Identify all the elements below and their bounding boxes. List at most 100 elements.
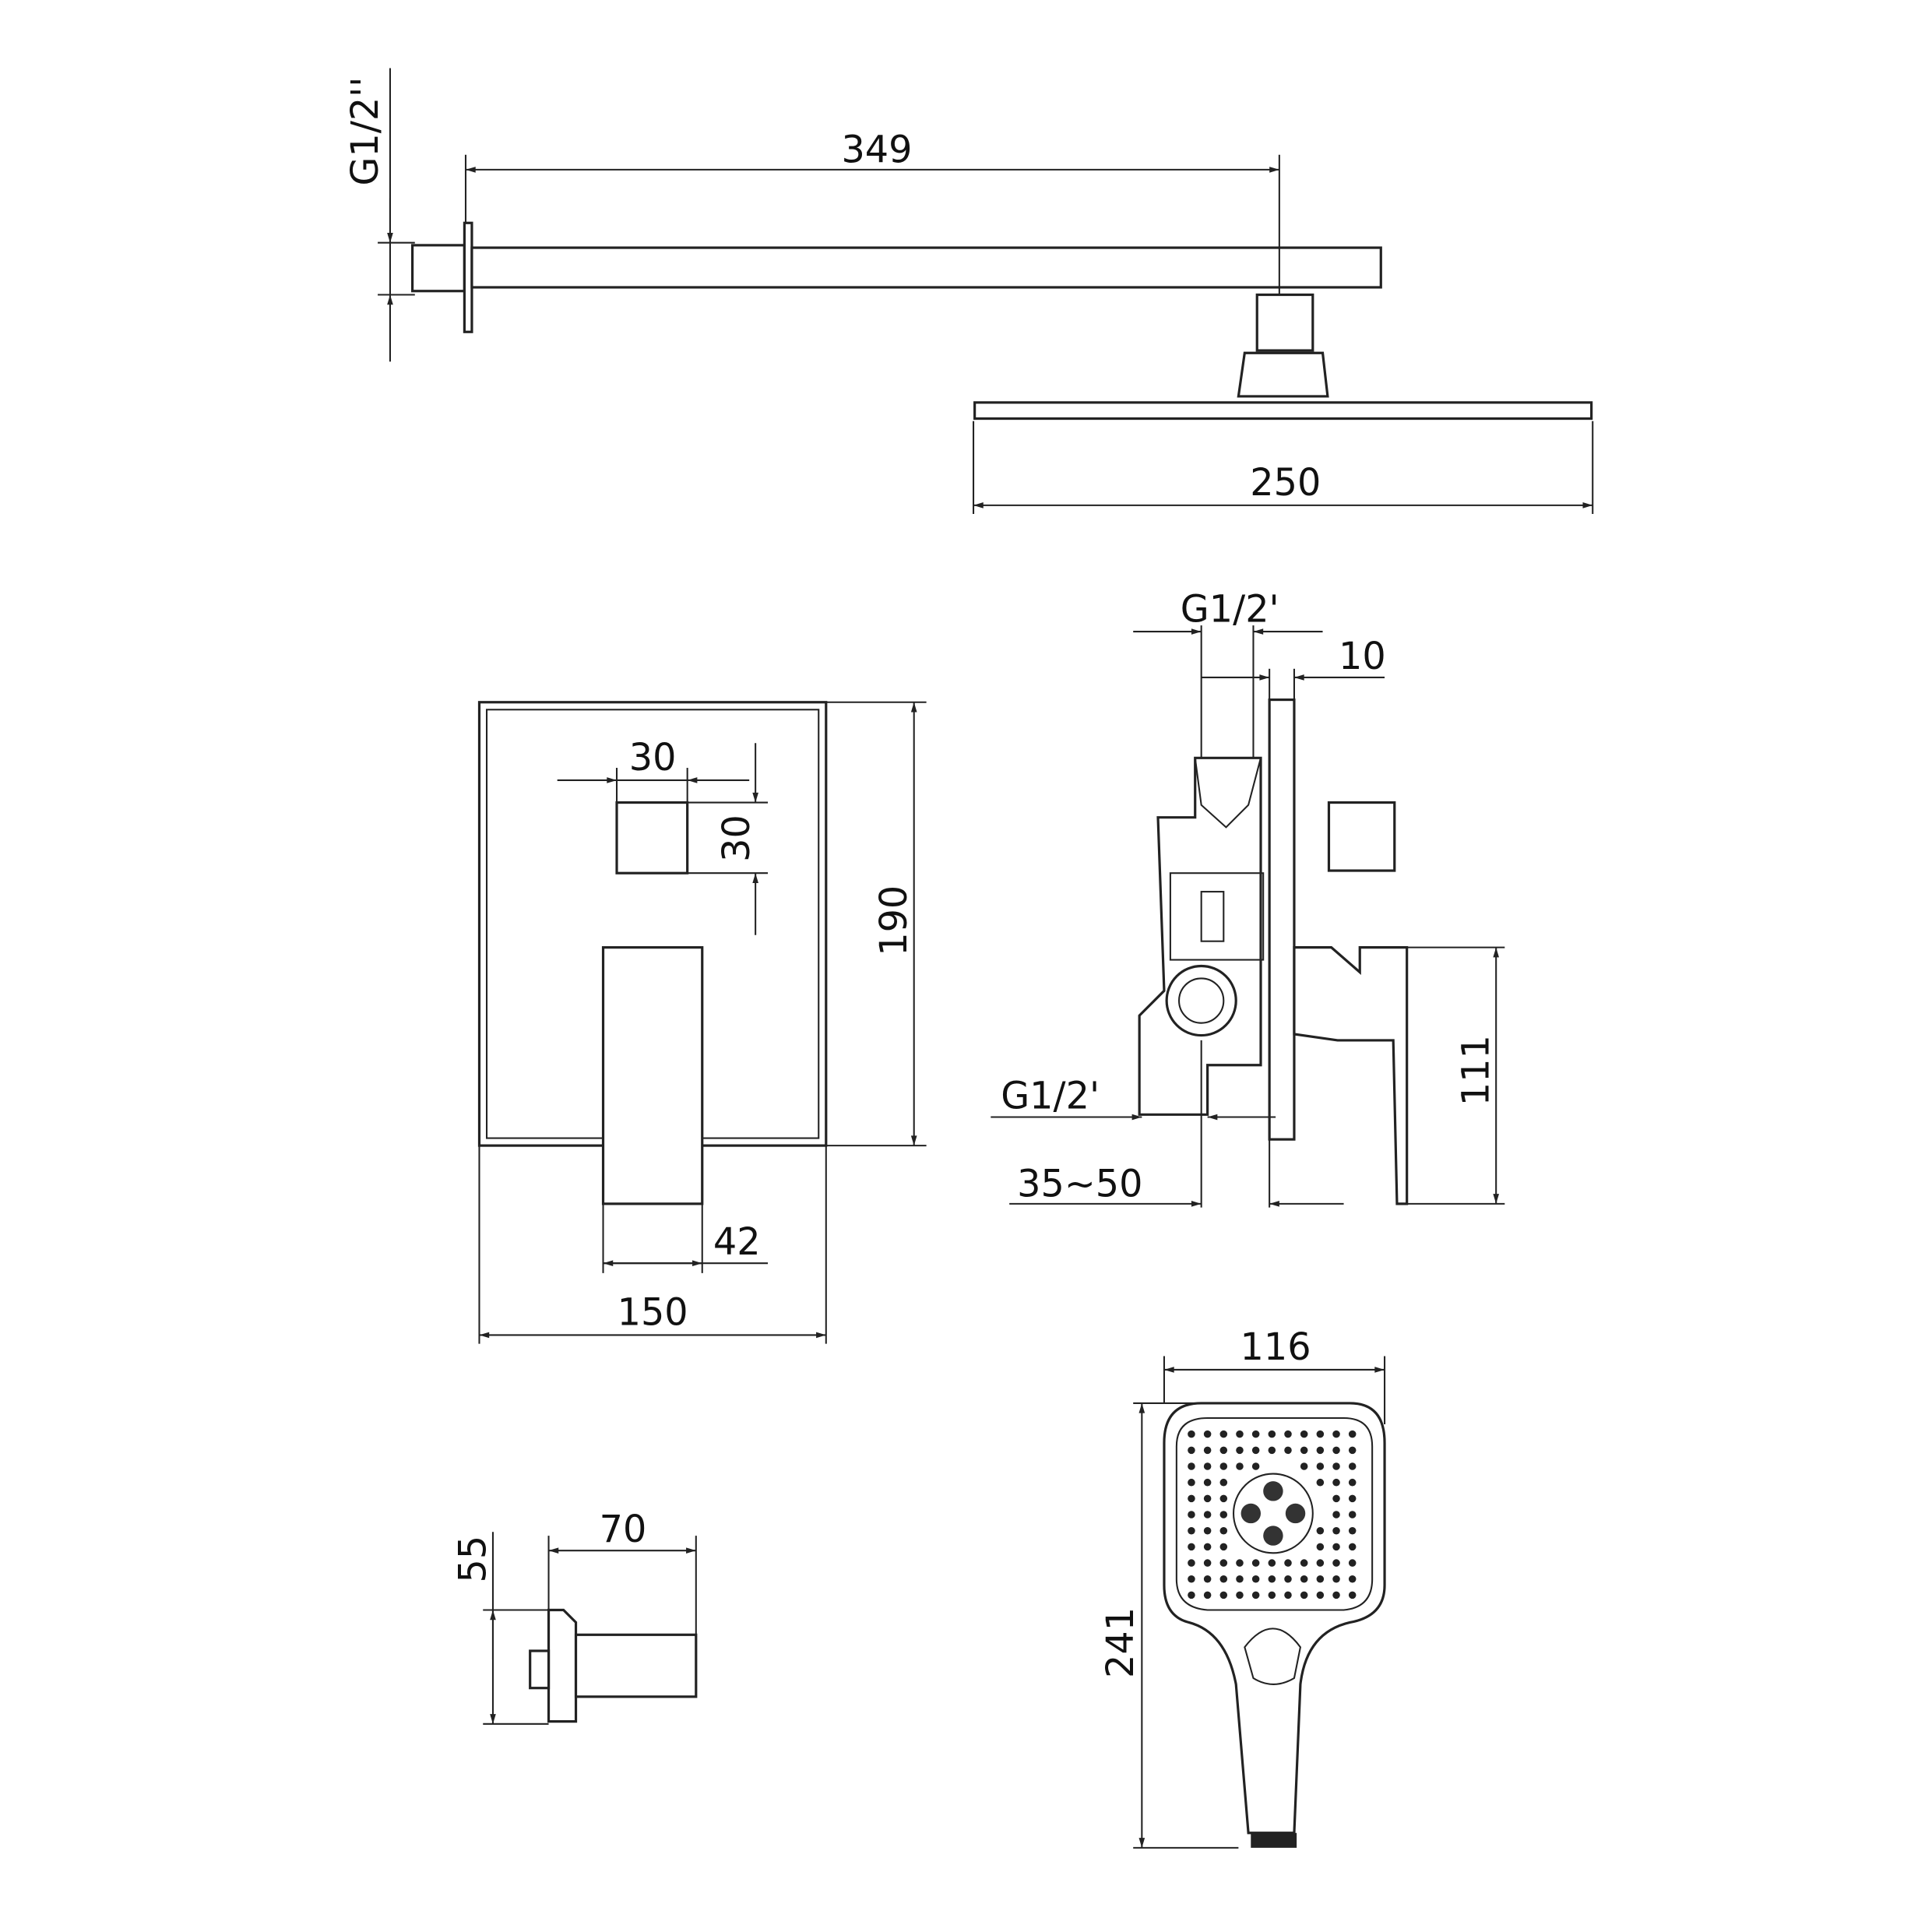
nozzle-dot (1188, 1430, 1195, 1438)
mixer-handle (601, 946, 704, 1205)
ball-joint (1237, 351, 1329, 398)
nozzle-dot (1316, 1559, 1325, 1567)
nozzle-dot (1316, 1591, 1325, 1599)
nozzle-dot (1236, 1462, 1244, 1470)
nozzle-dot (1236, 1430, 1244, 1438)
install-depth-label: 35~50 (1017, 1163, 1142, 1205)
nozzle-dot (1188, 1559, 1195, 1567)
nozzle-dot (1219, 1446, 1228, 1455)
bottom-thread-label: G1/2' (1001, 1075, 1100, 1117)
nozzle-dot (1268, 1591, 1276, 1599)
wall-pipe (411, 244, 466, 293)
nozzle-dot (1203, 1526, 1212, 1535)
nozzle-dot (1251, 1462, 1260, 1470)
nozzle-dot (1300, 1430, 1308, 1438)
center-nozzle (1240, 1503, 1262, 1524)
button-height-label: 30 (716, 815, 758, 862)
spout-length-label: 70 (600, 1508, 647, 1551)
nozzle-dot (1203, 1511, 1212, 1519)
shower-arm (470, 246, 1382, 289)
nozzle-dot (1251, 1591, 1260, 1599)
nozzle-dot (1332, 1446, 1340, 1455)
nozzle-dot (1219, 1526, 1228, 1535)
nozzle-dot (1219, 1494, 1228, 1503)
nozzle-dot (1268, 1430, 1276, 1438)
nozzle-dot (1219, 1430, 1228, 1438)
nozzle-dot (1332, 1430, 1340, 1438)
total-length-label: 241 (1100, 1607, 1142, 1678)
top-thread-label: G1/2' (1181, 588, 1279, 631)
nozzle-dot (1188, 1526, 1195, 1535)
nozzle-dot (1348, 1591, 1357, 1599)
inlet-thread-label: G1/2'' (344, 77, 387, 186)
nozzle-dot (1348, 1511, 1357, 1519)
overhead-shower-view: G1/2'' 349 250 (344, 68, 1594, 515)
nozzle-dot (1251, 1575, 1260, 1583)
nozzle-dot (1316, 1478, 1325, 1487)
nozzle-dot (1268, 1575, 1276, 1583)
nozzle-dot (1219, 1478, 1228, 1487)
nozzle-dot (1316, 1446, 1325, 1455)
nozzle-dot (1332, 1462, 1340, 1470)
nozzle-dot (1203, 1430, 1212, 1438)
nozzle-dot (1219, 1511, 1228, 1519)
nozzle-dot (1203, 1446, 1212, 1455)
nozzle-dot (1268, 1446, 1276, 1455)
nozzle-dot (1316, 1526, 1325, 1535)
nozzle-dot (1348, 1446, 1357, 1455)
nozzle-dot (1284, 1575, 1292, 1583)
nozzle-dot (1348, 1430, 1357, 1438)
nozzle-dot (1348, 1543, 1357, 1551)
nozzle-dot (1316, 1543, 1325, 1551)
nozzle-dot (1236, 1575, 1244, 1583)
nozzle-dot (1203, 1462, 1212, 1470)
nozzle-dot (1251, 1430, 1260, 1438)
nozzle-dot (1332, 1526, 1340, 1535)
nozzle-dot (1348, 1575, 1357, 1583)
arm-length-label: 349 (841, 128, 912, 171)
nozzle-dot (1300, 1446, 1308, 1455)
nozzle-dot (1219, 1462, 1228, 1470)
nozzle-dot (1300, 1575, 1308, 1583)
nozzle-dot (1203, 1559, 1212, 1567)
nozzle-dot (1348, 1478, 1357, 1487)
spout-view: 70 55 (452, 1508, 698, 1725)
handle-side (1293, 946, 1409, 1205)
center-nozzle (1285, 1503, 1306, 1524)
outlet-port (1165, 964, 1237, 1037)
nozzle-dot (1203, 1543, 1212, 1551)
plate-offset-label: 10 (1339, 635, 1386, 678)
spray-nozzles (1188, 1430, 1357, 1599)
nozzle-dot (1332, 1494, 1340, 1503)
nozzle-dot (1284, 1446, 1292, 1455)
nozzle-dot (1219, 1559, 1228, 1567)
nozzle-dot (1188, 1494, 1195, 1503)
nozzle-dot (1332, 1559, 1340, 1567)
nozzle-dot (1284, 1559, 1292, 1567)
nozzle-dot (1188, 1478, 1195, 1487)
nozzle-dot (1348, 1462, 1357, 1470)
handle-projection-label: 111 (1455, 1035, 1498, 1106)
shower-head-plate (973, 401, 1593, 421)
nozzle-dot (1203, 1494, 1212, 1503)
arm-connector (1255, 293, 1314, 352)
nozzle-dot (1316, 1575, 1325, 1583)
nozzle-dot (1188, 1446, 1195, 1455)
nozzle-dot (1348, 1526, 1357, 1535)
nozzle-dot (1236, 1559, 1244, 1567)
mixer-side-view: G1/2' 10 G1/2' 35~50 111 (991, 588, 1505, 1208)
nozzle-dot (1316, 1462, 1325, 1470)
nozzle-dot (1332, 1478, 1340, 1487)
nozzle-dot (1268, 1559, 1276, 1567)
nozzle-dot (1284, 1430, 1292, 1438)
nozzle-dot (1188, 1591, 1195, 1599)
valve-body (1138, 756, 1262, 1116)
nozzle-dot (1300, 1559, 1308, 1567)
plate-height-label: 190 (873, 885, 916, 956)
nozzle-dot (1251, 1559, 1260, 1567)
nozzle-dot (1332, 1591, 1340, 1599)
head-width-label: 116 (1240, 1326, 1311, 1369)
button-width-label: 30 (629, 737, 677, 779)
nozzle-dot (1203, 1478, 1212, 1487)
